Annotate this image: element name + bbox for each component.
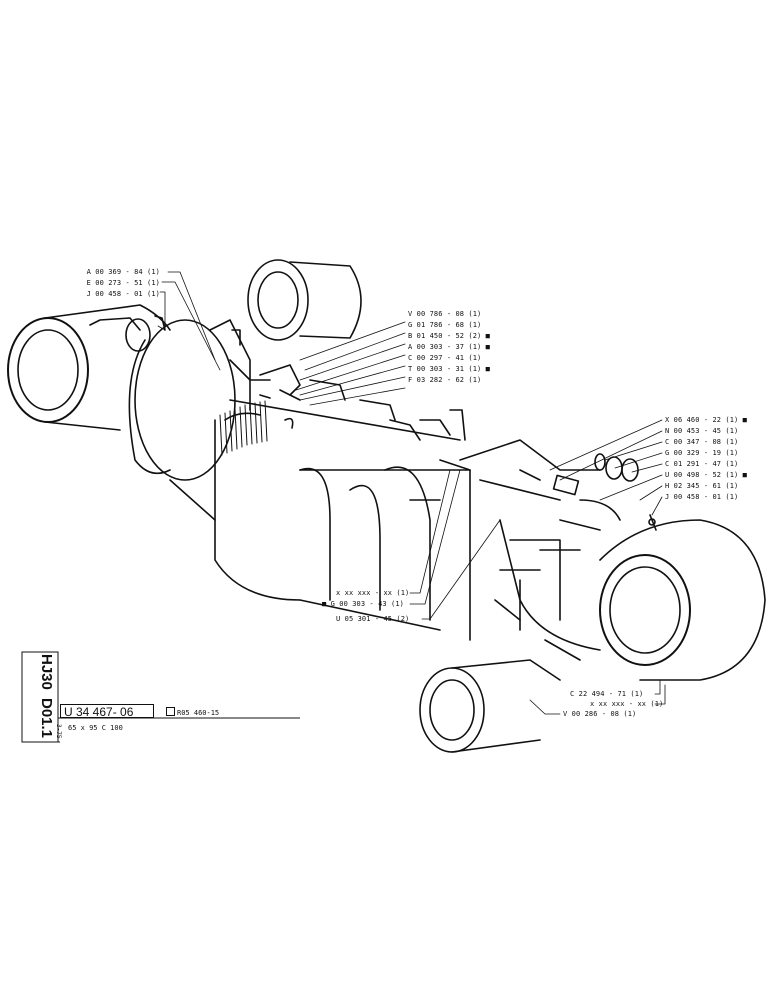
callout-right-6: U 00 498 - 52 (1) ■ xyxy=(665,471,747,479)
right-eye-end xyxy=(494,519,766,681)
callout-lower-right-3: V 00 286 - 08 (1) xyxy=(563,710,637,718)
callout-upper-mid-3: B 01 450 - 52 (2) ■ xyxy=(408,332,490,340)
callout-right-3: C 00 347 - 08 (1) xyxy=(665,438,739,446)
leader-lines xyxy=(157,271,666,715)
reference-number: R05 460-15 xyxy=(166,707,219,717)
callout-center-2: ■ G 00 303 - 43 (1) xyxy=(322,600,404,608)
callout-upper-mid-6: T 00 303 - 31 (1) ■ xyxy=(408,365,490,373)
callout-right-4: G 00 329 - 19 (1) xyxy=(665,449,739,457)
callout-upper-left-3: J 00 458 - 01 (1) xyxy=(86,290,160,298)
cylinder-barrel xyxy=(128,319,471,641)
callout-center-3: U 05 301 - 45 (2) xyxy=(336,615,410,623)
callout-center-1: x xx xxx - xx (1) xyxy=(336,589,410,597)
lower-pin xyxy=(419,659,561,753)
callout-right-7: H 02 345 - 61 (1) xyxy=(665,482,739,490)
reference-text: R05 460-15 xyxy=(177,709,220,717)
callout-upper-mid-2: G 01 786 - 68 (1) xyxy=(408,321,482,329)
callout-right-2: N 00 453 - 45 (1) xyxy=(665,427,739,435)
part-number: U 34 467- 06 xyxy=(60,704,154,719)
callout-lower-right-1: C 22 494 - 71 (1) xyxy=(570,690,644,698)
callout-upper-mid-4: A 00 303 - 37 (1) ■ xyxy=(408,343,490,351)
reference-box-icon xyxy=(166,707,175,716)
gland-parts xyxy=(209,319,466,441)
callout-upper-mid-7: F 03 282 - 62 (1) xyxy=(408,376,482,384)
callout-upper-left-1: A 00 369 - 84 (1) xyxy=(86,268,160,276)
callout-upper-left-2: E 00 273 - 51 (1) xyxy=(86,279,160,287)
callout-right-8: J 00 458 - 01 (1) xyxy=(665,493,739,501)
callout-upper-mid-5: C 00 297 - 41 (1) xyxy=(408,354,482,362)
top-eye-ring xyxy=(247,259,362,341)
left-eye-end xyxy=(7,304,171,431)
spec-note: 65 x 95 C 100 xyxy=(68,724,123,732)
callout-right-5: C 01 291 - 47 (1) xyxy=(665,460,739,468)
callout-lower-right-2: x xx xxx - xx (1) xyxy=(590,700,664,708)
callout-upper-mid-1: V 00 786 - 08 (1) xyxy=(408,310,482,318)
callout-right-1: X 06 460 - 22 (1) ■ xyxy=(665,416,747,424)
date-note: 3-75 xyxy=(55,724,62,739)
